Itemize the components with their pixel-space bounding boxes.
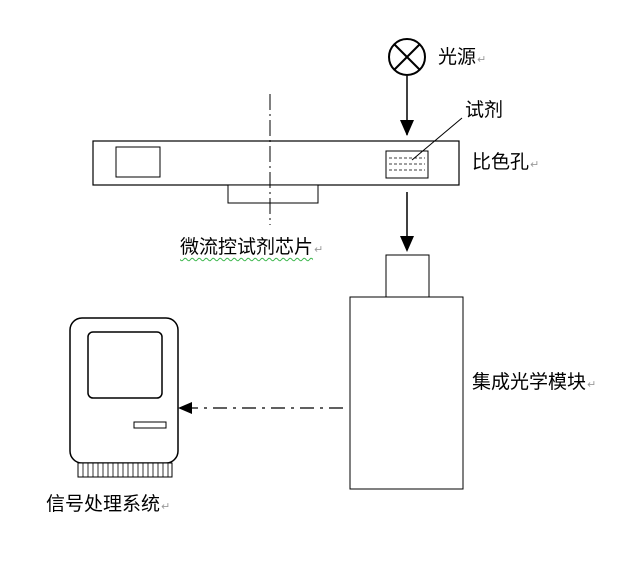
- transmitted-light-arrow: [400, 192, 414, 252]
- cuvette-well: [385, 150, 429, 179]
- reagent-pointer: [411, 117, 463, 161]
- optics-module-sensor: [385, 254, 430, 298]
- signal-system-label: 信号处理系统↵: [46, 493, 171, 515]
- signal-arrow: [178, 402, 343, 414]
- chip-label: 微流控试剂芯片↵: [180, 236, 324, 258]
- optics-module-body: [349, 296, 464, 490]
- light-source-label: 光源↵: [438, 46, 487, 68]
- chip-left-window: [115, 146, 161, 178]
- light-beam-arrow: [400, 76, 414, 136]
- reagent-label: 试剂: [465, 99, 504, 121]
- light-source-icon: [388, 38, 426, 76]
- chip-bottom-tab: [227, 184, 319, 204]
- optics-module-label: 集成光学模块↵: [472, 371, 597, 393]
- cuvette-label: 比色孔↵: [472, 151, 540, 173]
- computer-icon: [69, 317, 179, 478]
